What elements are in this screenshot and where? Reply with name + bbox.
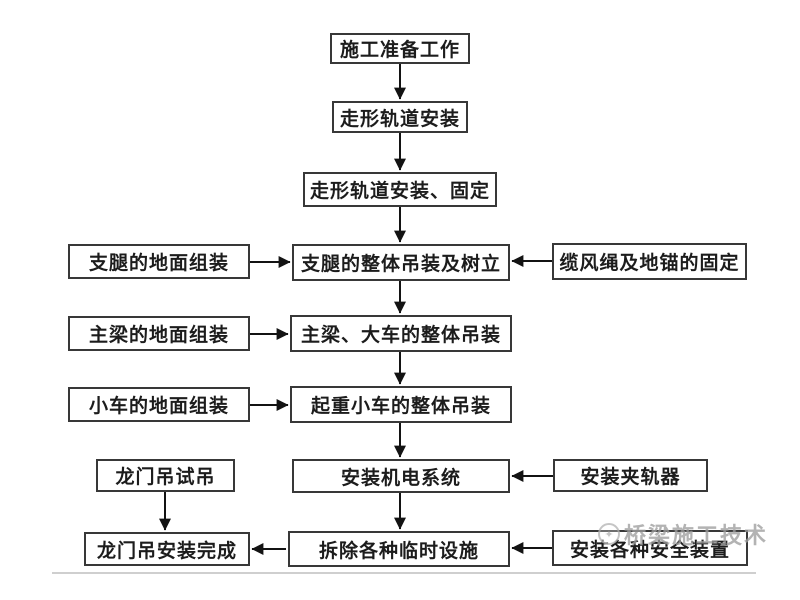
node-construction-preparation: 施工准备工作 bbox=[330, 33, 470, 64]
node-girder-ground-assembly: 主梁的地面组装 bbox=[68, 316, 250, 351]
node-girder-cart-overall-hoisting: 主梁、大车的整体吊装 bbox=[290, 315, 512, 352]
node-remove-temporary-facilities: 拆除各种临时设施 bbox=[288, 531, 510, 567]
node-install-rail-clamp: 安装夹轨器 bbox=[553, 459, 708, 492]
node-gantry-crane-test-lift: 龙门吊试吊 bbox=[96, 459, 235, 492]
bottom-divider-line bbox=[52, 572, 756, 574]
node-leg-ground-assembly: 支腿的地面组装 bbox=[68, 244, 250, 279]
node-running-track-install-fix: 走形轨道安装、固定 bbox=[303, 172, 497, 207]
node-install-electromechanical-system: 安装机电系统 bbox=[292, 459, 510, 493]
node-leg-overall-hoisting: 支腿的整体吊装及树立 bbox=[292, 244, 510, 281]
node-cable-anchor-fixing: 缆风绳及地锚的固定 bbox=[552, 243, 747, 280]
node-gantry-crane-installation-complete: 龙门吊安装完成 bbox=[84, 532, 250, 566]
node-running-track-installation: 走形轨道安装 bbox=[332, 101, 468, 133]
node-trolley-overall-hoisting: 起重小车的整体吊装 bbox=[290, 386, 512, 423]
node-trolley-ground-assembly: 小车的地面组装 bbox=[68, 387, 250, 422]
node-install-safety-devices: 安装各种安全装置 bbox=[552, 530, 748, 566]
